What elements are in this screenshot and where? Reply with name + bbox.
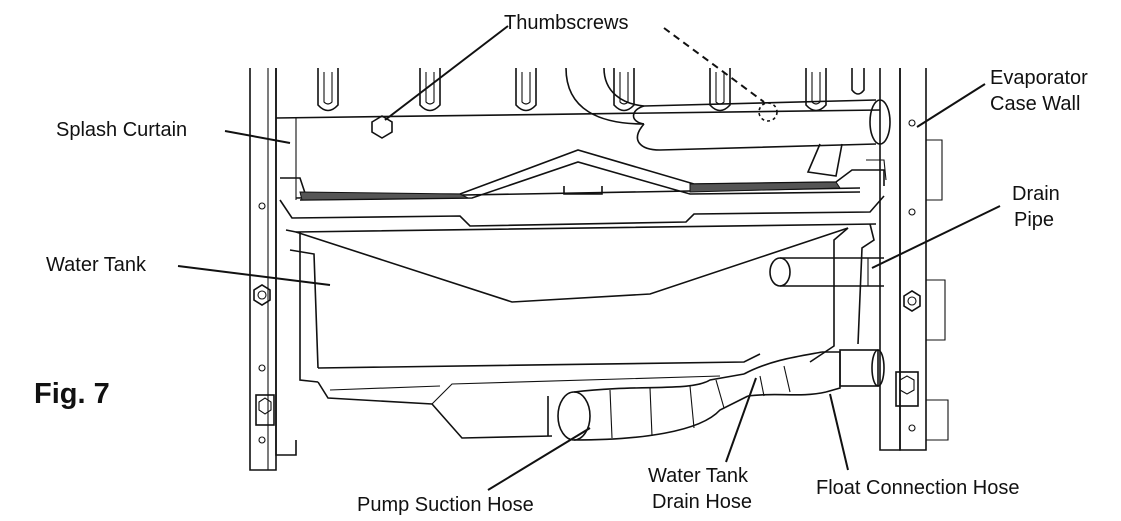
- label-evaporator-line2: Case Wall: [990, 93, 1080, 115]
- label-evaporator-line1: Evaporator: [990, 67, 1088, 89]
- leader-thumbscrew-right: [663, 27, 765, 103]
- left-frame: [249, 68, 297, 471]
- evaporator-case-wall: [879, 68, 949, 451]
- label-water-tank-drain-line2: Drain Hose: [652, 491, 752, 513]
- water-tank-body: [285, 223, 877, 439]
- thumbscrew-left: [371, 115, 393, 139]
- leader-lines: [177, 25, 1001, 491]
- leader-float-connection-hose: [829, 393, 849, 471]
- distribution-tube: [565, 67, 891, 177]
- label-thumbscrews: Thumbscrews: [504, 12, 628, 34]
- evaporator-fins: [317, 68, 865, 112]
- leader-thumbscrew-left: [384, 25, 509, 121]
- drain-and-float-hoses: [715, 349, 885, 409]
- leader-pump-suction-hose: [487, 427, 591, 491]
- label-drain-pipe-line2: Pipe: [1014, 209, 1054, 231]
- label-float-connection-hose: Float Connection Hose: [816, 477, 1019, 499]
- pump-suction-hose: [547, 373, 749, 441]
- label-splash-curtain: Splash Curtain: [56, 119, 187, 141]
- leader-evaporator-case-wall: [916, 83, 986, 128]
- drain-pipe: [769, 257, 884, 287]
- tank-rim: [279, 149, 887, 227]
- label-water-tank: Water Tank: [46, 254, 147, 276]
- label-pump-suction-hose: Pump Suction Hose: [357, 494, 534, 516]
- leader-splash-curtain: [224, 130, 291, 144]
- leader-drain-pipe: [871, 205, 1001, 269]
- leader-water-tank-drain-hose: [725, 377, 757, 463]
- label-drain-pipe-line1: Drain: [1012, 183, 1060, 205]
- figure-label: Fig. 7: [34, 378, 110, 410]
- leader-water-tank: [177, 265, 331, 286]
- label-water-tank-drain-line1: Water Tank: [648, 465, 749, 487]
